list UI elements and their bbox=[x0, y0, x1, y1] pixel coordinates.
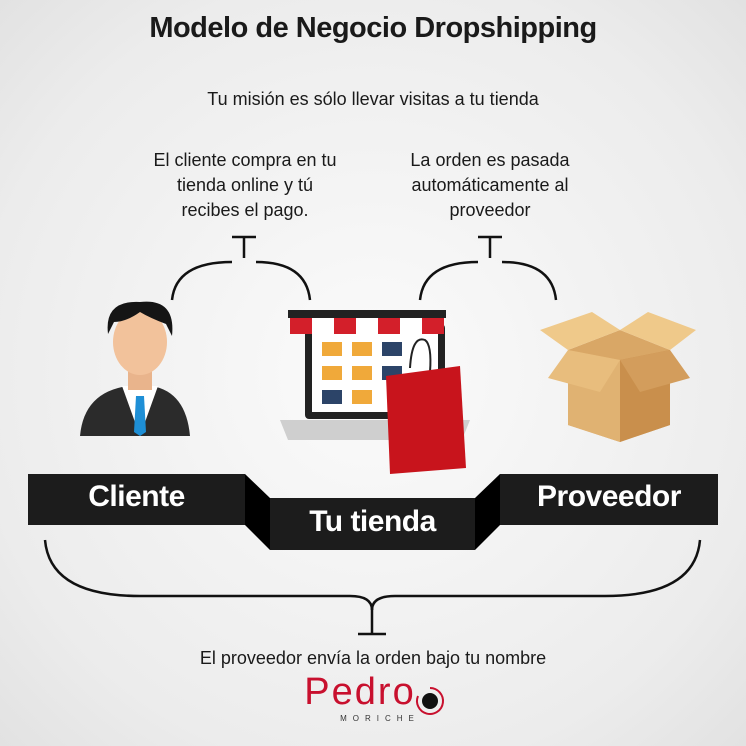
note-line: proveedor bbox=[449, 200, 531, 220]
note-client: El cliente compra en tu tienda online y … bbox=[130, 148, 360, 223]
logo: Pedro MORICHE bbox=[300, 672, 420, 723]
logo-name: Pedro bbox=[304, 671, 416, 713]
bracket-left bbox=[170, 235, 312, 301]
label-tu-tienda: Tu tienda bbox=[309, 505, 436, 538]
note-order: La orden es pasada automáticamente al pr… bbox=[390, 148, 590, 223]
customer-illustration bbox=[80, 301, 190, 436]
awning bbox=[290, 318, 444, 334]
note-line: La orden es pasada bbox=[410, 150, 570, 170]
note-line: automáticamente al bbox=[411, 175, 569, 195]
note-line: recibes el pago. bbox=[181, 200, 309, 220]
note-line: El cliente compra en tu bbox=[153, 150, 337, 170]
logo-sub: MORICHE bbox=[340, 714, 420, 723]
footer-text: El proveedor envía la orden bajo tu nomb… bbox=[199, 648, 547, 668]
banner bbox=[28, 474, 718, 550]
page-title: Modelo de Negocio Dropshipping bbox=[149, 12, 597, 44]
label-cliente: Cliente bbox=[88, 480, 185, 513]
subtitle: Tu misión es sólo llevar visitas a tu ti… bbox=[207, 89, 539, 109]
label-proveedor: Proveedor bbox=[537, 480, 681, 513]
logo-mark bbox=[416, 687, 444, 715]
box-illustration bbox=[540, 312, 696, 442]
laptop-store-illustration bbox=[280, 310, 470, 474]
bracket-bottom bbox=[43, 539, 702, 636]
note-line: tienda online y tú bbox=[176, 175, 314, 195]
bracket-right bbox=[418, 235, 558, 301]
